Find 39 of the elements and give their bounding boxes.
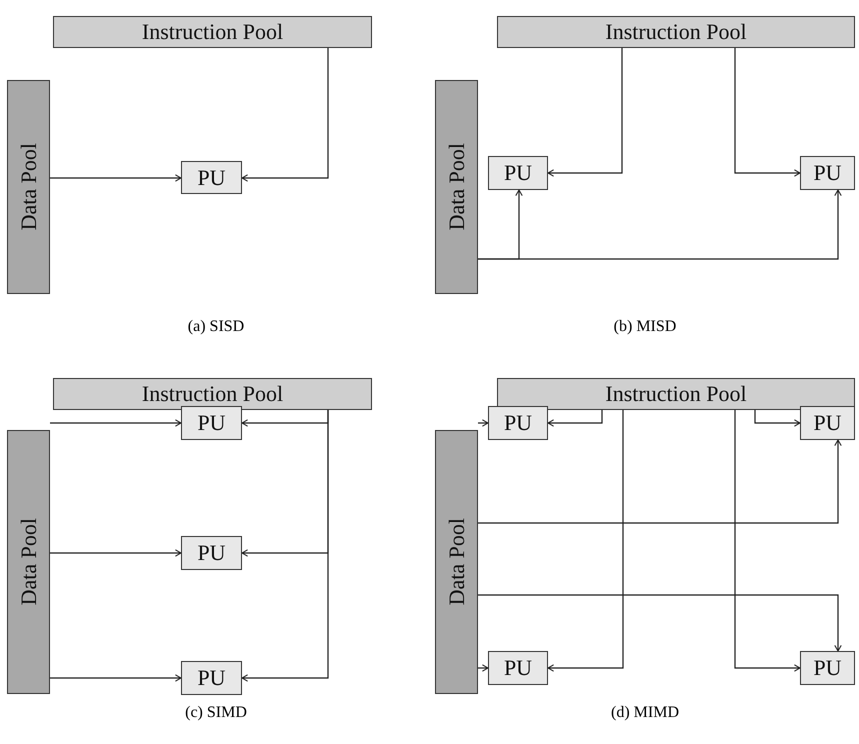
arrow xyxy=(241,410,329,682)
arrow xyxy=(50,419,182,427)
arrow xyxy=(50,549,182,557)
arrow xyxy=(478,419,489,427)
data-pool-bar: Data Pool xyxy=(435,80,478,294)
processing-unit-box: PU xyxy=(181,161,242,194)
arrow xyxy=(754,410,801,427)
processing-unit-box: PU xyxy=(488,651,548,685)
arrow xyxy=(547,48,623,177)
arrow xyxy=(478,594,842,652)
subfigure-caption: (b) MISD xyxy=(614,318,676,336)
processing-unit-box: PU xyxy=(181,406,242,440)
arrow xyxy=(547,410,603,427)
instruction-pool-box: Instruction Pool xyxy=(53,378,372,410)
arrow xyxy=(50,174,182,182)
arrow xyxy=(50,674,182,682)
instruction-pool-box: Instruction Pool xyxy=(497,16,855,48)
arrow xyxy=(734,48,801,177)
arrow xyxy=(241,48,329,182)
arrow xyxy=(478,439,842,524)
arrow xyxy=(478,189,842,260)
processing-unit-box: PU xyxy=(181,661,242,695)
subfigure-caption: (d) MIMD xyxy=(611,704,679,722)
processing-unit-box: PU xyxy=(800,156,855,190)
processing-unit-box: PU xyxy=(800,406,855,440)
arrow xyxy=(547,410,624,672)
subfigure-caption: (c) SIMD xyxy=(185,704,247,722)
arrow xyxy=(734,410,801,672)
arrow xyxy=(478,664,489,672)
processing-unit-box: PU xyxy=(181,536,242,570)
data-pool-bar: Data Pool xyxy=(435,430,478,694)
processing-unit-box: PU xyxy=(488,156,548,190)
data-pool-bar: Data Pool xyxy=(7,80,50,294)
processing-unit-box: PU xyxy=(800,651,855,685)
instruction-pool-box: Instruction Pool xyxy=(53,16,372,48)
subfigure-caption: (a) SISD xyxy=(188,318,244,336)
data-pool-bar: Data Pool xyxy=(7,430,50,694)
instruction-pool-box: Instruction Pool xyxy=(497,378,855,410)
processing-unit-box: PU xyxy=(488,406,548,440)
